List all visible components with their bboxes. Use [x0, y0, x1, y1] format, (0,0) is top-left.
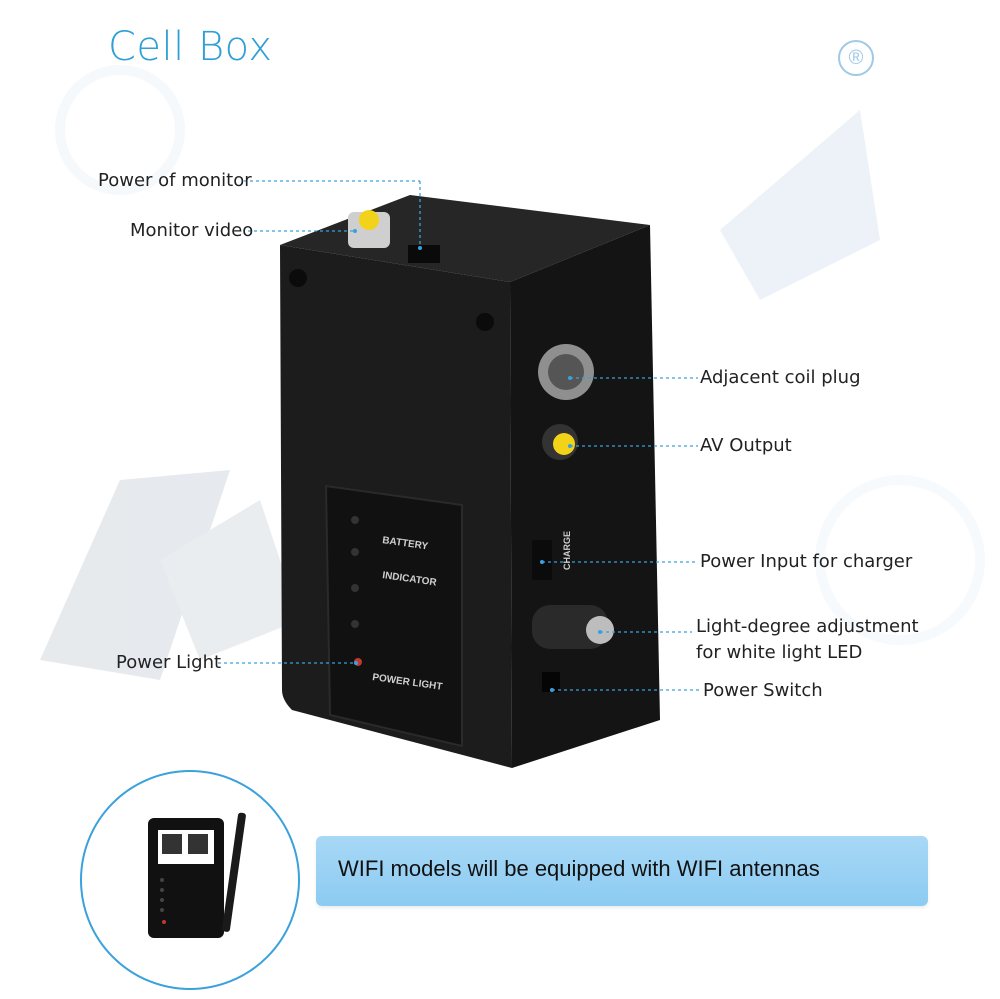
- callout-monitor-video: Monitor video: [130, 220, 254, 241]
- page-title: Cell Box: [108, 24, 273, 70]
- wifi-banner: WIFI models will be equipped with WIFI a…: [316, 836, 928, 906]
- leader-dots: [353, 229, 602, 692]
- registered-mark: ®: [838, 40, 874, 76]
- device-label-charge: CHARGE: [562, 531, 572, 570]
- callout-light-degree: Light-degree adjustment for white light …: [696, 614, 936, 666]
- callout-light-degree-line2: for white light LED: [696, 642, 863, 663]
- callout-power-input-charger: Power Input for charger: [700, 551, 913, 572]
- power-switch-knob: [542, 672, 560, 692]
- front-indicator-panel: [324, 484, 463, 748]
- callout-power-switch: Power Switch: [703, 680, 823, 701]
- callout-power-of-monitor: Power of monitor: [98, 170, 252, 191]
- leader-lines: [218, 180, 700, 691]
- wifi-model-inset: [80, 770, 300, 990]
- monitor-power-port: [408, 245, 440, 263]
- callout-power-light: Power Light: [116, 652, 222, 673]
- wifi-device-graphic: [148, 812, 246, 938]
- wifi-antenna-graphic: [222, 812, 246, 932]
- callout-av-output: AV Output: [700, 435, 792, 456]
- watermark-graphic: [40, 65, 985, 680]
- wifi-banner-text: WIFI models will be equipped with WIFI a…: [338, 856, 820, 881]
- callout-light-degree-line1: Light-degree adjustment: [696, 616, 919, 637]
- device-side-face: [510, 225, 660, 768]
- callout-adjacent-coil-plug: Adjacent coil plug: [700, 367, 861, 388]
